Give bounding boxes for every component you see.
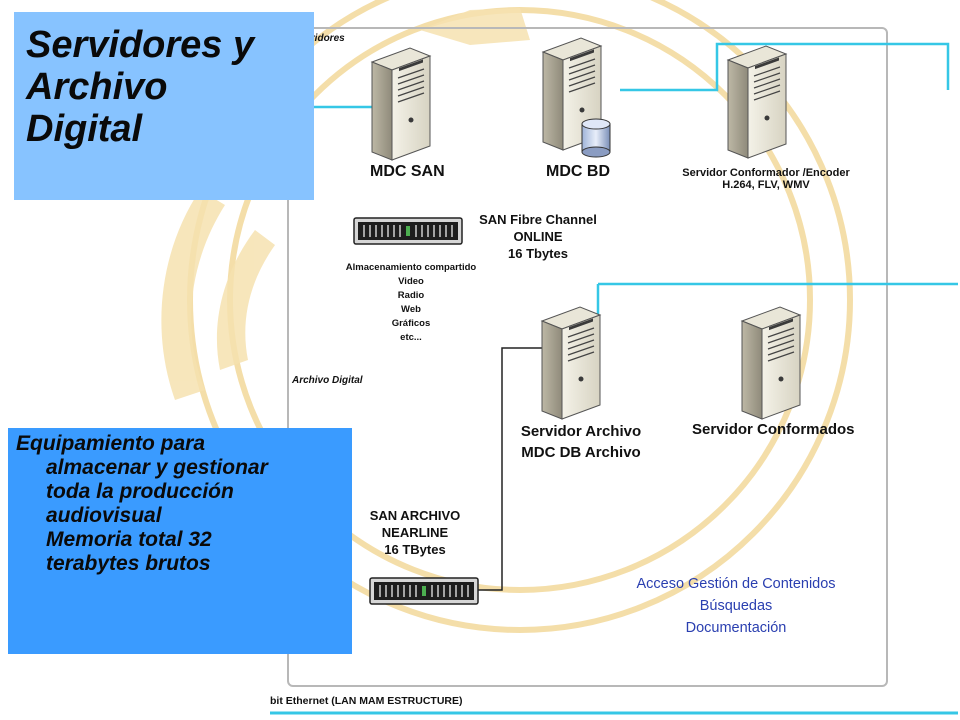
- access-line: Acceso Gestión de Contenidos: [636, 576, 836, 592]
- ethernet-bus-label: bit Ethernet (LAN MAM ESTRUCTURE): [270, 695, 463, 707]
- shared-storage-list: Almacenamiento compartido Video Radio We…: [328, 261, 494, 345]
- shared-storage-item: Video: [398, 276, 424, 287]
- description-line: audiovisual: [46, 504, 162, 527]
- label-archive-line1: Servidor Archivo: [520, 423, 642, 440]
- san-nearline-line2: NEARLINE: [381, 525, 449, 540]
- shared-storage-item: Almacenamiento compartido: [345, 262, 477, 273]
- description-line: toda la producción: [46, 480, 234, 503]
- san-nearline-text: SAN ARCHIVO NEARLINE 16 TBytes: [360, 507, 470, 558]
- label-archive-server: Servidor Archivo MDC DB Archivo: [506, 421, 656, 463]
- section-label-servers: Servidores: [293, 33, 345, 44]
- san-online-line3: 16 Tbytes: [508, 246, 568, 261]
- fibre-link: [478, 347, 545, 591]
- title-box: [14, 12, 314, 200]
- access-line: Documentación: [685, 620, 787, 636]
- shared-storage-item: Radio: [397, 290, 425, 301]
- label-encoder-line1: Servidor Conformador /Encoder: [682, 167, 850, 179]
- san-online-line2: ONLINE: [513, 229, 563, 244]
- label-encoder: Servidor Conformador /Encoder H.264, FLV…: [668, 167, 864, 191]
- access-text: Acceso Gestión de Contenidos Búsquedas D…: [602, 573, 870, 639]
- san-nearline-line3: 16 TBytes: [384, 542, 446, 557]
- label-mdc-bd: MDC BD: [546, 163, 610, 180]
- label-mdc-san: MDC SAN: [370, 163, 445, 180]
- label-archive-line2: MDC DB Archivo: [521, 444, 641, 461]
- san-nearline-line1: SAN ARCHIVO: [369, 508, 461, 523]
- title-line: Servidores y: [26, 24, 255, 66]
- description-line: terabytes brutos: [46, 552, 211, 575]
- description-line: almacenar y gestionar: [46, 456, 268, 479]
- title-line: Archivo: [26, 66, 168, 108]
- san-online-line1: SAN Fibre Channel: [479, 212, 597, 227]
- page-title: Servidores y Archivo Digital: [26, 24, 254, 150]
- access-line: Búsquedas: [699, 598, 773, 614]
- storage-rack-icon: [369, 577, 479, 605]
- server-tower-icon: [741, 306, 801, 420]
- description-line: Equipamiento para: [16, 432, 206, 455]
- network-links: [270, 42, 958, 715]
- shared-storage-item: etc...: [400, 332, 422, 343]
- description-text: Equipamiento para almacenar y gestionar …: [16, 432, 268, 576]
- section-label-archive: Archivo Digital: [292, 375, 363, 386]
- title-line: Digital: [26, 108, 143, 150]
- shared-storage-item: Web: [401, 304, 421, 315]
- database-cylinder-icon: [581, 118, 611, 158]
- server-tower-icon: [541, 306, 601, 420]
- shared-storage-item: Gráficos: [391, 318, 431, 329]
- label-conformados: Servidor Conformados: [692, 421, 855, 438]
- storage-rack-icon: [353, 217, 463, 245]
- description-line: Memoria total 32: [46, 528, 212, 551]
- label-encoder-line2: H.264, FLV, WMV: [722, 179, 810, 191]
- san-online-text: SAN Fibre Channel ONLINE 16 Tbytes: [466, 211, 610, 262]
- diagram-frame: [287, 27, 888, 687]
- server-tower-icon: [727, 45, 787, 159]
- server-tower-icon: [371, 47, 431, 161]
- description-box: [8, 428, 352, 654]
